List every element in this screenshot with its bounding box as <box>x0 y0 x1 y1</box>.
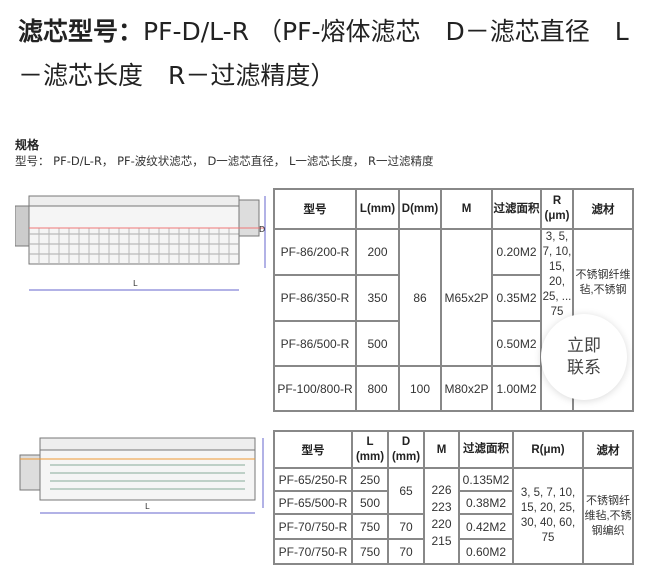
cell-length: 200 <box>355 228 400 276</box>
th-area: 过滤面积 <box>491 188 542 230</box>
cell-diameter: 65 <box>387 467 425 515</box>
table-row: PF-86/350-R 350 0.35M2 <box>273 274 633 322</box>
cell-length: 250 <box>351 467 389 492</box>
cell-length: 750 <box>351 513 389 540</box>
cell-length: 750 <box>351 538 389 565</box>
cell-area: 0.20M2 <box>491 228 542 276</box>
cell-length: 800 <box>355 365 400 412</box>
contact-now-label: 立即联系 <box>567 336 601 378</box>
cell-diameter: 86 <box>398 228 442 367</box>
contact-now-button[interactable]: 立即联系 <box>541 314 627 400</box>
page-heading: 滤芯型号：PF-D/L-R （PF-熔体滤芯 D－滤芯直径 L－滤芯长度 R－过… <box>18 10 638 98</box>
th-diameter: D (mm) <box>387 430 425 469</box>
spec-image: 规格 型号： PF-D/L-R， PF-波纹状滤芯， D一滤芯直径， L一滤芯长… <box>0 128 646 583</box>
table-row: PF-65/500-R 500 0.38M2 <box>273 490 633 515</box>
cell-area: 0.38M2 <box>458 490 514 515</box>
th-material: 滤材 <box>582 430 634 469</box>
heading-label: 滤芯型号： <box>18 17 144 46</box>
cell-length: 500 <box>351 490 389 515</box>
length-label: L <box>133 279 138 288</box>
cell-area: 1.00M2 <box>491 365 542 412</box>
spec-line: 型号： PF-D/L-R， PF-波纹状滤芯， D一滤芯直径， L一滤芯长度， … <box>15 154 434 168</box>
spec-title: 规格 <box>15 138 40 152</box>
th-area: 过滤面积 <box>458 430 514 469</box>
th-thread: M <box>440 188 493 230</box>
cell-length: 350 <box>355 274 400 322</box>
table-row: PF-65/250-R 250 65 226 223 220 215 0.135… <box>273 467 634 565</box>
th-length: L (mm) <box>351 430 389 469</box>
cell-area: 0.135M2 <box>458 467 514 492</box>
cell-area: 0.42M2 <box>458 513 514 540</box>
spec-table-1: 型号 L(mm) D(mm) M 过滤面积 R (μm) 滤材 PF-86/20… <box>273 188 634 412</box>
filter-diagram-2: L <box>19 437 264 514</box>
table-row: PF-86/500-R 500 0.50M2 <box>273 320 633 367</box>
cell-diameter: 70 <box>387 513 425 540</box>
cell-model: PF-65/250-R <box>273 467 353 492</box>
th-model: 型号 <box>273 430 353 469</box>
th-rating: R (μm) <box>540 188 574 230</box>
th-thread: M <box>423 430 460 469</box>
cell-length: 500 <box>355 320 400 367</box>
cell-area: 0.60M2 <box>458 538 514 565</box>
cell-model: PF-86/500-R <box>273 320 357 367</box>
cell-area: 0.50M2 <box>491 320 542 367</box>
cell-material: 不锈钢纤维毡,不锈钢编织 <box>582 467 634 565</box>
cell-diameter: 70 <box>387 538 425 565</box>
th-diameter: D(mm) <box>398 188 442 230</box>
length-label-2: L <box>145 502 150 511</box>
cell-area: 0.35M2 <box>491 274 542 322</box>
spec-table-2: 型号 L (mm) D (mm) M 过滤面积 R(μm) 滤材 PF-65/2… <box>273 430 634 565</box>
heading-text: PF-D/L-R （PF-熔体滤芯 D－滤芯直径 L－滤芯长度 R－过滤精度） <box>18 17 629 90</box>
cell-model: PF-70/750-R <box>273 538 353 565</box>
diameter-label: D <box>259 225 265 234</box>
th-length: L(mm) <box>355 188 400 230</box>
cell-model: PF-70/750-R <box>273 513 353 540</box>
th-model: 型号 <box>273 188 357 230</box>
cell-thread: 226 223 220 215 <box>423 467 460 565</box>
table-row: PF-70/750-R 750 70 0.60M2 <box>273 538 633 565</box>
cell-thread: M80x2P <box>440 365 493 412</box>
cell-model: PF-100/800-R <box>273 365 357 412</box>
th-material: 滤材 <box>572 188 634 230</box>
table-row: PF-70/750-R 750 70 0.42M2 <box>273 513 633 540</box>
th-rating: R(μm) <box>512 430 584 469</box>
table-row: PF-86/200-R 200 86 M65x2P 0.20M2 3, 5, 7… <box>273 228 634 412</box>
cell-model: PF-86/350-R <box>273 274 357 322</box>
table-row: PF-100/800-R 800 100 M80x2P 1.00M2 <box>273 365 633 412</box>
cell-rating: 3, 5, 7, 10, 15, 20, 25, 30, 40, 60, 75 <box>512 467 584 565</box>
cell-diameter: 100 <box>398 365 442 412</box>
cell-thread: M65x2P <box>440 228 493 367</box>
cell-model: PF-86/200-R <box>273 228 357 276</box>
filter-diagram-1: L D <box>15 195 266 291</box>
cell-model: PF-65/500-R <box>273 490 353 515</box>
